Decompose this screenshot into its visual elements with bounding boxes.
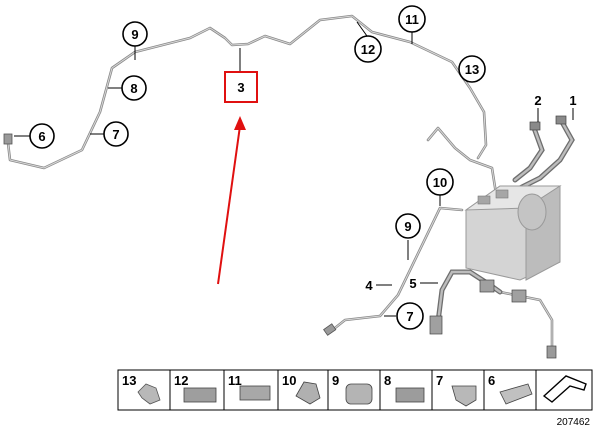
part-cell-9: 9 [327, 369, 381, 411]
svg-text:10: 10 [433, 175, 447, 190]
label-1: 1 [569, 93, 576, 108]
clip-6-icon [499, 383, 533, 405]
svg-text:12: 12 [174, 373, 188, 388]
brake-pipe-upper-right [426, 126, 499, 202]
svg-text:11: 11 [405, 12, 419, 27]
pipe-end-fitting-lower [323, 323, 337, 336]
direction-arrow-icon [542, 375, 587, 403]
callout-10: 10 [426, 168, 454, 196]
svg-text:13: 13 [465, 62, 479, 77]
label-4: 4 [365, 278, 373, 293]
callout-13: 13 [458, 55, 486, 83]
part-cell-12: 12 [169, 369, 225, 411]
pipe-end-fitting-left [3, 133, 13, 145]
svg-text:7: 7 [436, 373, 443, 388]
clip-11-icon [239, 385, 271, 401]
callout-11: 11 [398, 5, 426, 33]
part-cell-arrow [535, 369, 593, 411]
callout-9-top: 9 [122, 21, 148, 47]
svg-text:7: 7 [406, 309, 413, 324]
callout-3-highlighted: 3 [224, 71, 258, 103]
hose-2-end [529, 121, 541, 131]
drawing-number: 207462 [557, 417, 591, 428]
part-cell-11: 11 [223, 369, 279, 411]
svg-text:10: 10 [282, 373, 296, 388]
svg-text:9: 9 [332, 373, 339, 388]
brake-hoses-1-2 [512, 115, 575, 191]
clip-9-icon [345, 383, 373, 405]
svg-text:6: 6 [38, 129, 45, 144]
clip-8-icon [395, 387, 425, 403]
part-cell-6: 6 [483, 369, 537, 411]
clip-10-icon [295, 381, 321, 405]
part-cell-8: 8 [379, 369, 433, 411]
svg-text:9: 9 [131, 27, 138, 42]
svg-text:3: 3 [237, 80, 244, 95]
clip-12-icon [183, 387, 217, 403]
callout-12: 12 [354, 35, 382, 63]
brake-hose-5 [429, 269, 557, 359]
svg-text:6: 6 [488, 373, 495, 388]
hose-5-end [546, 345, 557, 359]
highlight-part-3 [217, 116, 246, 285]
hose-1-end [555, 115, 567, 125]
svg-text:8: 8 [130, 81, 137, 96]
clip-13-icon [137, 383, 161, 405]
svg-text:8: 8 [384, 373, 391, 388]
parts-strip: 13 12 11 10 9 8 [117, 369, 593, 411]
brake-pipe-lower [323, 206, 464, 336]
callout-9-bottom: 9 [395, 213, 421, 239]
hose-5-fitting-c [429, 315, 443, 335]
part-cell-7: 7 [431, 369, 485, 411]
svg-text:9: 9 [404, 219, 411, 234]
callout-6: 6 [29, 123, 55, 149]
svg-text:13: 13 [122, 373, 136, 388]
svg-text:7: 7 [112, 127, 119, 142]
callout-7-left: 7 [103, 121, 129, 147]
part-cell-10: 10 [277, 369, 329, 411]
abs-hydraulic-unit [464, 185, 562, 281]
clip-7-icon [451, 385, 477, 407]
brake-pipe-main [3, 14, 488, 170]
svg-text:12: 12 [361, 42, 375, 57]
callout-7-bottom: 7 [396, 302, 424, 330]
callout-8: 8 [121, 75, 147, 101]
svg-text:11: 11 [228, 373, 242, 388]
label-2: 2 [534, 93, 541, 108]
label-5: 5 [409, 276, 416, 291]
part-cell-13: 13 [117, 369, 171, 411]
hose-5-fitting-a [479, 279, 495, 293]
hose-5-fitting-b [511, 289, 527, 303]
